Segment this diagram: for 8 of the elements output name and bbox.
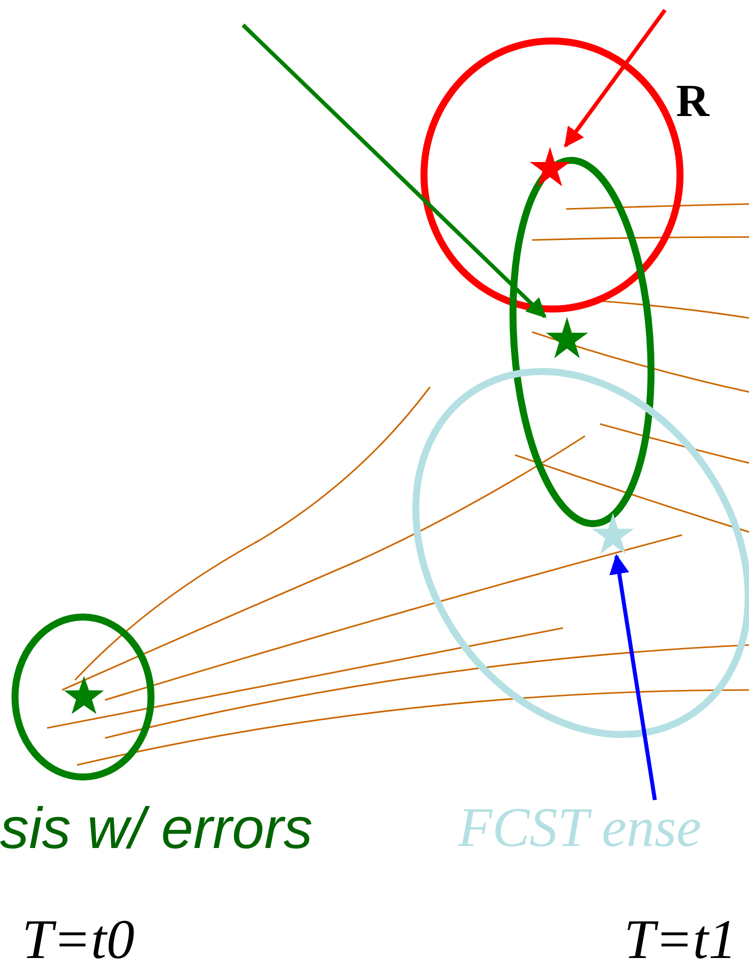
arrow — [564, 8, 667, 148]
region-label: R — [676, 78, 710, 124]
arrow — [242, 24, 546, 318]
time-label: T=t0 — [22, 912, 134, 968]
caption-text: sis w/ errors — [0, 800, 313, 858]
arrow — [609, 554, 657, 800]
time-label: T=t1 — [624, 912, 736, 968]
caption-text: FCST ense — [458, 800, 702, 856]
